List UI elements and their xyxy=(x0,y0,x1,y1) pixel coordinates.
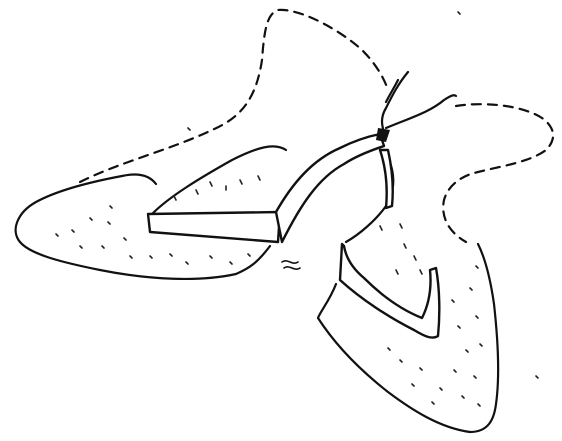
left-flap-inner-edge xyxy=(152,146,286,214)
left-flap-dots xyxy=(56,128,260,264)
right-flap-hatched-chevron xyxy=(340,244,439,338)
right-flap-hatched-strip xyxy=(380,150,393,208)
stray-dot xyxy=(458,12,460,14)
gap-squiggle-mark xyxy=(282,261,300,269)
left-flap xyxy=(16,10,388,279)
stray-dot-lower xyxy=(536,376,538,378)
right-flap-dashed-edge xyxy=(443,104,553,242)
junction-knot xyxy=(376,128,390,142)
right-flap-top-edge xyxy=(386,95,456,128)
top-wavy-strand xyxy=(382,72,408,132)
left-flap-hatched-band xyxy=(148,212,280,242)
